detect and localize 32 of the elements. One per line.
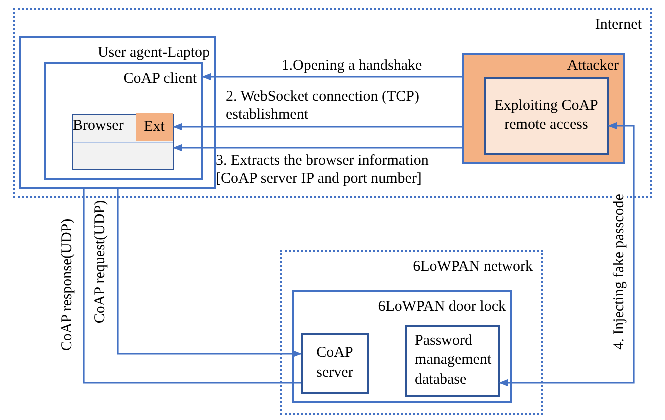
arrow	[499, 122, 635, 387]
arrow	[202, 73, 462, 81]
arrow	[173, 144, 462, 152]
database-box	[405, 325, 500, 397]
node-label: Internet	[595, 17, 642, 33]
node-label: CoAP client	[124, 71, 197, 87]
node-label: 6LoWPAN door lock	[378, 299, 506, 315]
node-label: CoAP server	[316, 344, 354, 382]
extension-tab	[136, 113, 173, 141]
device-box	[19, 36, 216, 189]
browser-window	[72, 114, 174, 170]
node-label: Attacker	[567, 58, 619, 74]
edge-label: 3. Extracts the browser information [CoAP server IP and port number]	[216, 152, 430, 188]
edge-label: 2. WebSocket connection (TCP) establishment	[226, 88, 420, 124]
arrow	[117, 189, 302, 358]
node-label: Ext	[144, 118, 165, 137]
node-label: Browser	[73, 118, 124, 134]
edge-label: CoAP response(UDP)	[60, 218, 76, 352]
node-label: Exploiting CoAP remote access	[494, 96, 599, 135]
server-box	[301, 333, 369, 394]
edge-label: 4. Injecting fake passcode	[612, 194, 628, 350]
node-label: User agent-Laptop	[98, 45, 210, 61]
attacker-box	[462, 53, 625, 164]
process-box	[484, 77, 609, 155]
edge-label: 1.Opening a handshake	[280, 57, 424, 75]
device-box	[44, 62, 203, 180]
edge-label: CoAP request(UDP)	[94, 200, 108, 324]
device-box	[292, 290, 512, 403]
node-label: 6LoWPAN network	[413, 259, 533, 275]
node-label: Password management database	[415, 332, 492, 390]
network-zone	[280, 250, 543, 415]
arrow	[173, 123, 462, 131]
